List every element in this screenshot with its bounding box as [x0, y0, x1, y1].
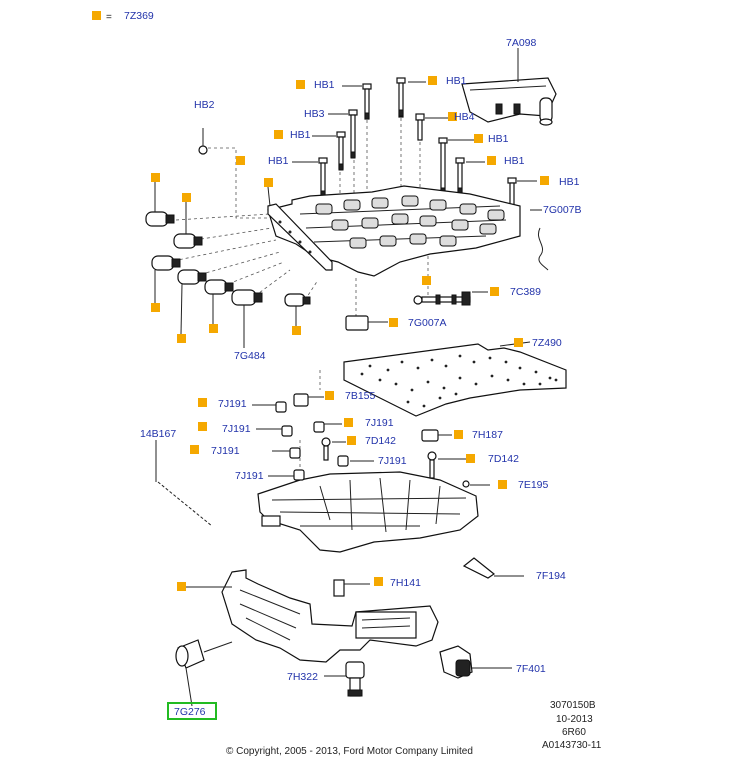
solenoid-7g276: [175, 639, 233, 707]
clip-7g007b: [530, 209, 549, 271]
filter-part: [461, 48, 557, 126]
upper-valve-body: [267, 185, 521, 277]
bolt-hb1-mid-left: [336, 131, 346, 171]
bolt-hb1-top: [362, 83, 372, 120]
label-7g276[interactable]: 7G276: [174, 706, 206, 718]
bolt-leaders: [292, 81, 537, 182]
label-7f194: 7F194: [536, 570, 566, 582]
footer-ref-4: A0143730-11: [542, 740, 602, 751]
legend-marker: [92, 11, 101, 20]
lower-valve-body: [257, 471, 479, 553]
label-7b155: 7B155: [345, 390, 376, 402]
footer-ref-3: 6R60: [562, 727, 586, 738]
label-7j191-a: 7J191: [218, 398, 247, 410]
main-control-housing: [221, 569, 439, 663]
label-hb1-a: HB1: [314, 79, 335, 91]
footer: 3070150B 10-2013 6R60 A0143730-11 © Copy…: [226, 700, 602, 757]
bolt-7d142-left: [321, 437, 331, 461]
mid-leaders: [252, 396, 490, 486]
label-hb4: HB4: [454, 111, 475, 123]
label-hb1-c: HB1: [290, 129, 311, 141]
label-7j191-e: 7J191: [378, 455, 407, 467]
label-7g484: 7G484: [234, 350, 266, 362]
label-hb1-e: HB1: [268, 155, 289, 167]
legend: = 7Z369: [92, 10, 154, 23]
label-7f401: 7F401: [516, 663, 546, 675]
label-7h141: 7H141: [390, 577, 421, 589]
valve-7h322: [324, 661, 365, 697]
label-7j191-d: 7J191: [211, 445, 240, 457]
bolt-hb1-mid-right: [438, 137, 448, 196]
label-7j191-b: 7J191: [365, 417, 394, 429]
part-7f401: [439, 645, 512, 679]
footer-ref-2: 10-2013: [556, 714, 593, 725]
separator-plate: [343, 341, 567, 417]
label-7d142-a: 7D142: [365, 435, 396, 447]
label-7e195: 7E195: [518, 479, 549, 491]
solenoid-1: [145, 211, 175, 227]
label-7c389: 7C389: [510, 286, 541, 298]
callout-labels: 7A098 HB1 HB1 HB2 HB3 HB4 HB1 HB1 HB1 HB…: [140, 37, 582, 720]
bolt-hb1-left: [318, 157, 328, 198]
label-hb1-f: HB1: [504, 155, 525, 167]
solenoid-3: [151, 255, 181, 271]
label-7a098: 7A098: [506, 37, 537, 49]
label-7g007b: 7G007B: [543, 204, 582, 216]
label-7d142-b: 7D142: [488, 453, 519, 465]
bolt-hb1-right: [455, 157, 465, 195]
legend-code: 7Z369: [124, 10, 154, 22]
part-7h187: [421, 429, 439, 442]
label-7j191-c: 7J191: [222, 423, 251, 435]
solenoid-5: [204, 279, 234, 295]
label-7j191-f: 7J191: [235, 470, 264, 482]
bolt-7d142-right: [427, 451, 437, 479]
gasket-14b167: [155, 440, 213, 527]
part-7h141: [333, 579, 370, 597]
alignment-lines: [167, 118, 513, 500]
footer-ref-1: 3070150B: [550, 700, 596, 711]
solenoid-7: [284, 293, 311, 307]
bolts: [198, 77, 517, 215]
label-7z490: 7Z490: [532, 337, 562, 349]
label-hb1-d: HB1: [488, 133, 509, 145]
label-7h322: 7H322: [287, 671, 318, 683]
bolt-hb2: [198, 128, 208, 155]
footer-copyright: © Copyright, 2005 - 2013, Ford Motor Com…: [226, 746, 473, 757]
label-hb1-g: HB1: [559, 176, 580, 188]
legend-equals: =: [106, 12, 112, 23]
bolt-hb3: [348, 109, 358, 159]
solenoid-6: [231, 289, 263, 306]
part-7f194: [462, 557, 524, 579]
pin-7c389: [413, 291, 488, 306]
label-7g007a: 7G007A: [408, 317, 447, 329]
bolt-hb1-right-top: [396, 77, 406, 118]
bolt-hb4: [415, 113, 425, 141]
highlight-box-7g276: [167, 702, 217, 720]
solenoids: [145, 173, 311, 348]
label-hb3: HB3: [304, 108, 325, 120]
solenoid-4: [177, 269, 207, 285]
solenoid-2: [173, 233, 203, 249]
orange-markers: [190, 76, 549, 586]
label-14b167: 14B167: [140, 428, 176, 440]
part-7g007a: [345, 315, 388, 331]
label-hb2: HB2: [194, 99, 215, 111]
check-components: [275, 393, 470, 488]
label-hb1-b: HB1: [446, 75, 467, 87]
label-7h187: 7H187: [472, 429, 503, 441]
